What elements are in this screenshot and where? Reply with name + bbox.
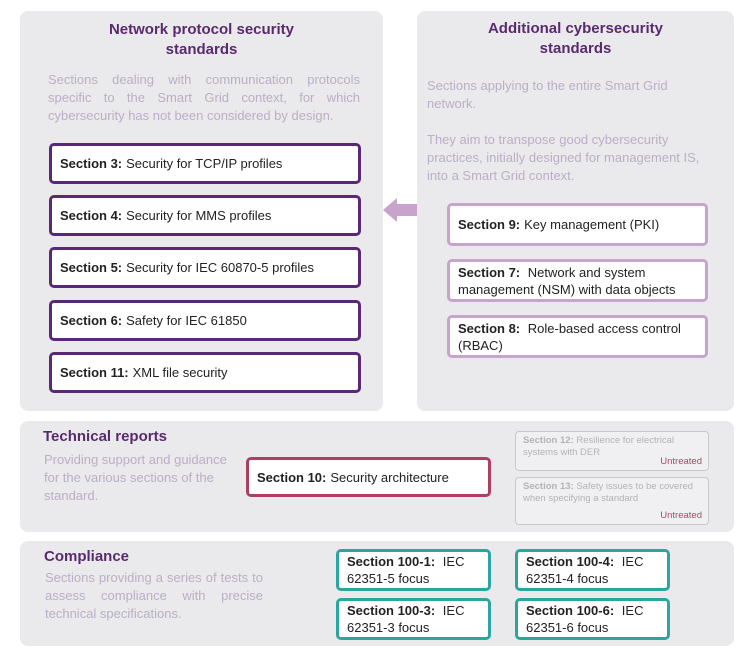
section-text: Role-based access control (RBAC) <box>458 320 681 353</box>
additional-title-line1: Additional cybersecurity <box>487 20 664 37</box>
section-label: Section 9: <box>458 217 521 232</box>
section-text-wrap: Section 100-4: IEC 62351-4 focus <box>526 553 659 587</box>
network-item: Section 3: Security for TCP/IP profiles <box>49 143 361 184</box>
compliance-item: Section 100-4: IEC 62351-4 focus <box>515 549 670 591</box>
network-title: Network protocol security standards <box>20 20 383 60</box>
additional-description-1: Sections applying to the entire Smart Gr… <box>427 78 668 111</box>
additional-title: Additional cybersecurity standards <box>417 19 734 59</box>
section-text: XML file security <box>132 365 228 380</box>
section-text-wrap: Section 100-6: IEC 62351-6 focus <box>526 602 659 636</box>
network-item: Section 5: Security for IEC 60870-5 prof… <box>49 247 361 288</box>
network-title-line1: Network protocol security <box>108 21 295 38</box>
section-text: IEC 62351-6 focus <box>526 603 644 635</box>
network-item: Section 11: XML file security <box>49 352 361 393</box>
section-text: IEC 62351-4 focus <box>526 554 644 586</box>
section-label: Section 10: <box>257 469 327 485</box>
section-text-wrap: Section 100-3: IEC 62351-3 focus <box>347 602 480 636</box>
section-text: Security for IEC 60870-5 profiles <box>126 260 314 275</box>
section-text: Security for TCP/IP profiles <box>126 156 283 171</box>
additional-item: Section 7: Network and system management… <box>447 259 708 302</box>
section-text: Safety for IEC 61850 <box>126 313 247 328</box>
compliance-item: Section 100-1: IEC 62351-5 focus <box>336 549 491 591</box>
section-text-wrap: Section 7: Network and system management… <box>458 264 697 298</box>
network-item: Section 4: Security for MMS profiles <box>49 195 361 236</box>
section-text: IEC 62351-5 focus <box>347 554 465 586</box>
section-label: Section 4: <box>60 208 123 223</box>
additional-title-line2: standards <box>539 40 612 57</box>
section-label: Section 3: <box>60 156 123 171</box>
section-text: Safety issues to be covered when specify… <box>523 481 694 504</box>
section-text: IEC 62351-3 focus <box>347 603 465 635</box>
untreated-item: Section 12: Resilience for electrical sy… <box>515 431 709 471</box>
left-arrow-icon <box>383 198 419 222</box>
section-text: Security architecture <box>330 469 449 485</box>
technical-main-item: Section 10: Security architecture <box>246 457 491 497</box>
section-label: Section 100-1: <box>347 554 436 569</box>
section-label: Section 13: <box>523 481 574 492</box>
section-label: Section 7: <box>458 264 521 280</box>
network-item: Section 6: Safety for IEC 61850 <box>49 300 361 341</box>
section-label: Section 100-4: <box>526 554 615 569</box>
section-label: Section 5: <box>60 260 123 275</box>
section-label: Section 6: <box>60 313 123 328</box>
additional-item: Section 8: Role-based access control (RB… <box>447 315 708 358</box>
section-label: Section 100-3: <box>347 603 436 618</box>
network-description: Sections dealing with communication prot… <box>48 72 360 123</box>
compliance-item: Section 100-6: IEC 62351-6 focus <box>515 598 670 640</box>
additional-description-2: They aim to transpose good cybersecurity… <box>427 132 700 183</box>
untreated-flag: Untreated <box>660 456 702 467</box>
untreated-flag: Untreated <box>660 510 702 521</box>
section-text-wrap: Section 100-1: IEC 62351-5 focus <box>347 553 480 587</box>
section-text: Security for MMS profiles <box>126 208 272 223</box>
network-title-line2: standards <box>165 41 238 58</box>
technical-title: Technical reports <box>43 428 167 445</box>
section-label: Section 12: <box>523 435 574 446</box>
section-text: Resilience for electrical systems with D… <box>523 435 675 458</box>
section-text: Network and system management (NSM) with… <box>458 264 676 297</box>
additional-item: Section 9: Key management (PKI) <box>447 203 708 246</box>
section-label: Section 11: <box>60 365 129 380</box>
untreated-item: Section 13: Safety issues to be covered … <box>515 477 709 525</box>
section-text: Key management (PKI) <box>524 217 660 232</box>
compliance-title: Compliance <box>44 548 130 565</box>
section-label: Section 8: <box>458 320 521 336</box>
section-text-wrap: Section 8: Role-based access control (RB… <box>458 320 697 354</box>
section-label: Section 100-6: <box>526 603 615 618</box>
compliance-description: Sections providing a series of tests to … <box>45 570 263 621</box>
compliance-item: Section 100-3: IEC 62351-3 focus <box>336 598 491 640</box>
technical-description: Providing support and guidance for the v… <box>44 452 227 503</box>
